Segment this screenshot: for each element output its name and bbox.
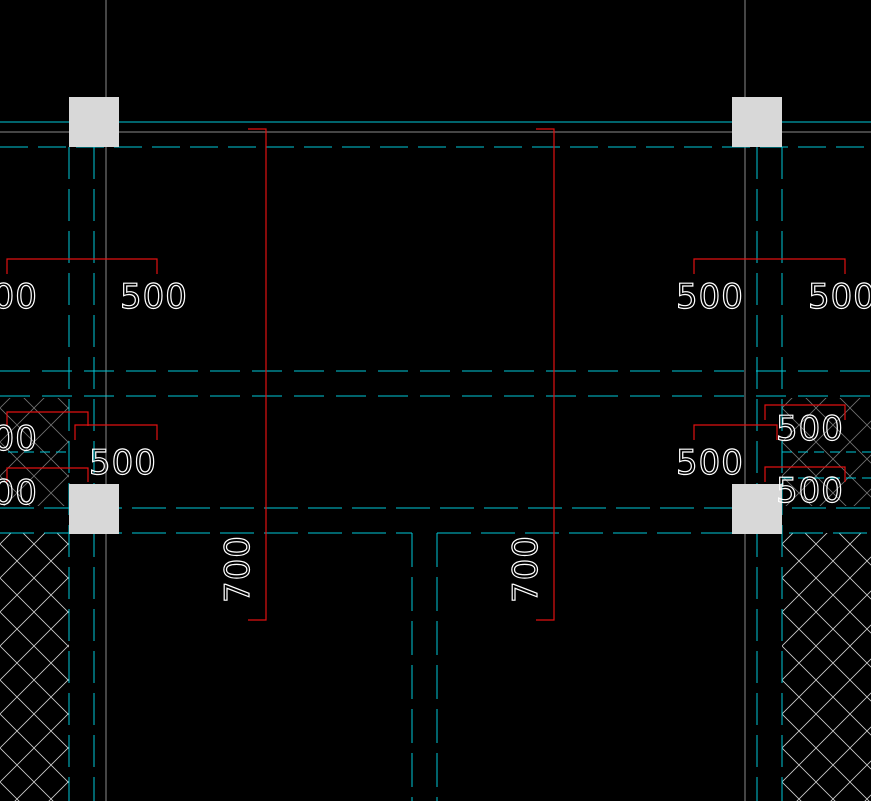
column-top-right[interactable] (732, 97, 782, 147)
dim-label-mid-left-inner[interactable]: 500 (88, 442, 157, 483)
dim-bracket-mid-right-lower (764, 466, 846, 482)
dim-label-top-left-outer[interactable]: 500 (0, 276, 38, 317)
beam-left[interactable] (68, 147, 95, 801)
dim-label-vertical-left[interactable]: 700 (217, 534, 258, 603)
column-top-left[interactable] (69, 97, 119, 147)
dim-label-top-left[interactable]: 500 (119, 276, 188, 317)
dim-bracket-mid-right-upper (764, 404, 846, 420)
dim-bracket-top-left (6, 258, 158, 274)
hatch-region-right-mid (782, 398, 871, 506)
dim-bracket-mid-right-outer (693, 424, 778, 440)
hatch-region-bottom-left (0, 533, 69, 801)
column-bottom-left[interactable] (69, 484, 119, 534)
dim-label-mid-left-lower[interactable]: 500 (0, 472, 38, 513)
dim-bracket-mid-left-inner (74, 424, 158, 440)
dim-label-mid-right-outer[interactable]: 500 (675, 442, 744, 483)
dim-label-mid-left-upper[interactable]: 500 (0, 418, 38, 459)
dim-bracket-vertical-right (536, 128, 555, 621)
dim-bracket-top-right (693, 258, 846, 274)
beam-center-bottom[interactable] (411, 533, 438, 801)
dim-bracket-vertical-left (248, 128, 267, 621)
beam-top[interactable] (0, 121, 871, 148)
dim-label-vertical-right[interactable]: 700 (505, 534, 546, 603)
dim-bracket-mid-left-upper (6, 411, 89, 426)
beam-middle[interactable] (0, 370, 871, 397)
dim-bracket-mid-left-lower (6, 467, 89, 482)
dim-label-top-right[interactable]: 500 (807, 276, 871, 317)
dim-label-mid-right-upper[interactable]: 500 (775, 408, 844, 449)
beam-right[interactable] (756, 147, 783, 801)
hatch-region-bottom-right (782, 533, 871, 801)
dim-label-top-right-left[interactable]: 500 (675, 276, 744, 317)
column-bottom-right[interactable] (732, 484, 782, 534)
dim-label-mid-right-lower[interactable]: 500 (775, 470, 844, 511)
